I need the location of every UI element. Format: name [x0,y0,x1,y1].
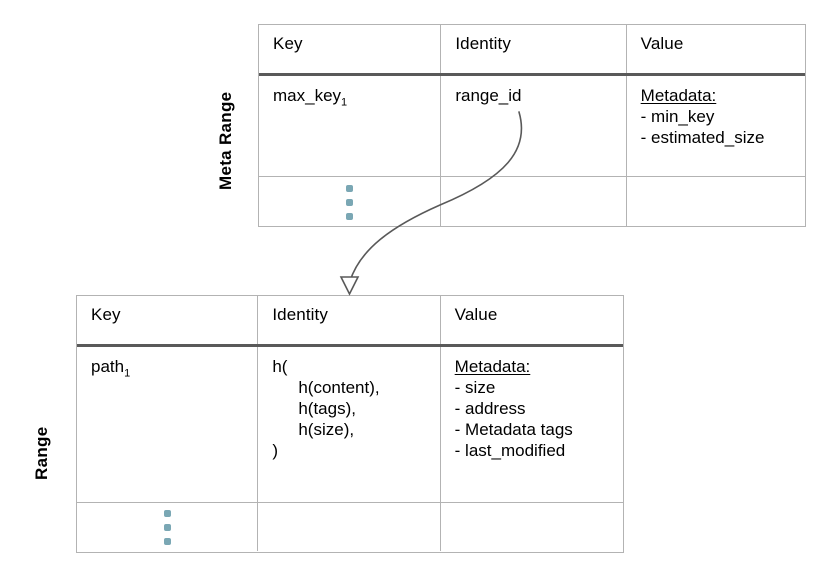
meta-range-ellipsis-identity-cell [441,177,627,227]
range-key-text: path [91,357,125,376]
range-col-identity-label: Identity [272,305,328,324]
range-identity-arg-0: h(content), [298,378,380,397]
range-col-value-label: Value [454,305,498,324]
meta-range-cell-identity: range_id [441,76,627,176]
meta-range-col-value: Value [627,25,805,73]
meta-range-header-row: Key Identity Value [259,25,805,73]
meta-range-col-identity-label: Identity [455,34,511,53]
meta-range-data-row: max_key1 range_id Metadata: - min_key - … [259,76,805,176]
range-ellipsis-identity-cell [258,503,441,551]
range-value-item-3: - last_modified [454,441,566,460]
meta-range-value-title: Metadata: [640,86,717,105]
vertical-ellipsis-icon [77,503,257,551]
range-table: Key Identity Value path1 h( h(content), … [76,295,624,553]
range-key-subscript: 1 [124,367,131,380]
range-cell-key: path1 [77,347,259,502]
meta-range-side-label-text: Meta Range [216,91,235,190]
range-data-row: path1 h( h(content), h(tags), h(size), )… [77,347,623,502]
meta-range-identity-text: range_id [455,86,522,105]
range-ellipsis-row [77,502,623,551]
range-identity-arg-1: h(tags), [298,399,356,418]
meta-range-ellipsis-row [259,176,805,227]
meta-range-value-item-1: - estimated_size [640,128,765,147]
meta-range-cell-key: max_key1 [259,76,442,176]
meta-range-table: Key Identity Value max_key1 range_id Met… [258,24,806,227]
range-value-item-2: - Metadata tags [454,420,573,439]
meta-range-col-key-label: Key [273,34,303,53]
range-ellipsis-value-cell [441,503,623,551]
meta-range-col-identity: Identity [441,25,627,73]
range-col-key-label: Key [91,305,121,324]
meta-range-key-text: max_key [273,86,342,105]
range-cell-identity: h( h(content), h(tags), h(size), ) [258,347,441,502]
range-col-value: Value [441,296,623,344]
range-header-rule [77,344,623,347]
meta-range-ellipsis-key-cell [259,177,442,227]
range-value-item-1: - address [454,399,526,418]
range-identity-close: ) [272,441,279,460]
range-value-title: Metadata: [454,357,531,376]
range-id-to-range-arrowhead [339,276,360,296]
range-side-label-text: Range [32,426,51,480]
meta-range-col-value-label: Value [640,34,684,53]
range-header-row: Key Identity Value [77,296,623,344]
range-col-key: Key [77,296,259,344]
vertical-ellipsis-icon [259,177,440,227]
meta-range-ellipsis-value-cell [627,177,805,227]
range-side-label: Range [32,427,52,480]
meta-range-col-key: Key [259,25,442,73]
meta-range-cell-value: Metadata: - min_key - estimated_size [627,76,805,176]
range-col-identity: Identity [258,296,441,344]
meta-range-key-subscript: 1 [341,96,348,109]
meta-range-value-item-0: - min_key [640,107,715,126]
meta-range-side-label: Meta Range [216,92,236,190]
range-value-item-0: - size [454,378,496,397]
range-identity-arg-2: h(size), [298,420,355,439]
range-cell-value: Metadata: - size - address - Metadata ta… [441,347,623,502]
range-ellipsis-key-cell [77,503,259,551]
range-identity-open: h( [272,357,288,376]
meta-range-header-rule [259,73,805,76]
